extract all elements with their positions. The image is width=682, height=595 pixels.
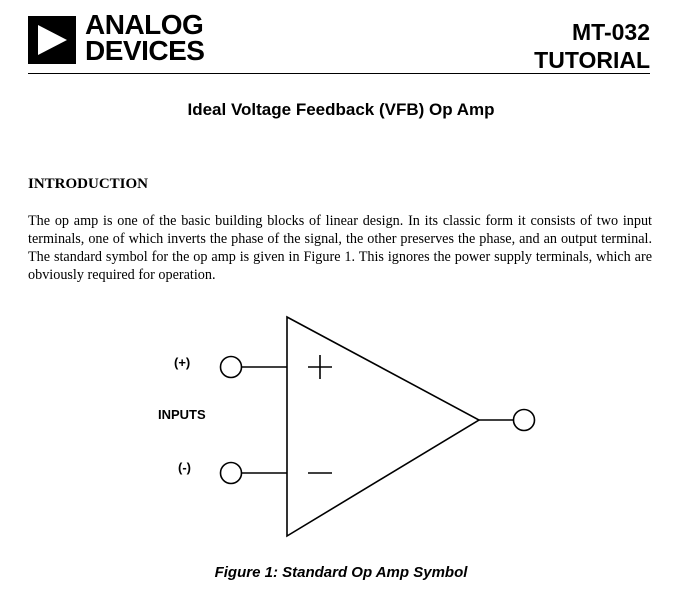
document-type: TUTORIAL [534, 47, 650, 73]
logo-wordmark: ANALOG DEVICES [85, 9, 205, 66]
logo-triangle-shape [38, 25, 67, 55]
output-terminal [512, 408, 536, 432]
section-heading: INTRODUCTION [28, 176, 149, 192]
op-amp-triangle [286, 315, 481, 538]
noninverting-input-terminal [219, 355, 243, 379]
label-inputs: INPUTS [158, 407, 206, 422]
inverting-input-terminal [219, 461, 243, 485]
label-inverting-input: (-) [178, 460, 191, 475]
intro-paragraph: The op amp is one of the basic building … [28, 213, 652, 283]
op-amp-figure: (+) INPUTS (-) [0, 300, 682, 550]
label-noninverting-input: (+) [174, 355, 191, 370]
analog-devices-logo: ANALOG DEVICES [28, 9, 208, 68]
document-id: MT-032 TUTORIAL [534, 18, 650, 74]
figure-caption: Figure 1: Standard Op Amp Symbol [214, 564, 468, 581]
logo-triangle-icon [28, 16, 76, 64]
page-title: Ideal Voltage Feedback (VFB) Op Amp [187, 100, 495, 119]
logo-line-devices: DEVICES [85, 35, 205, 66]
document-number: MT-032 [572, 19, 650, 45]
op-amp-diagram [219, 315, 536, 538]
header-rule [28, 73, 650, 74]
logo-line-analog: ANALOG [85, 9, 204, 40]
